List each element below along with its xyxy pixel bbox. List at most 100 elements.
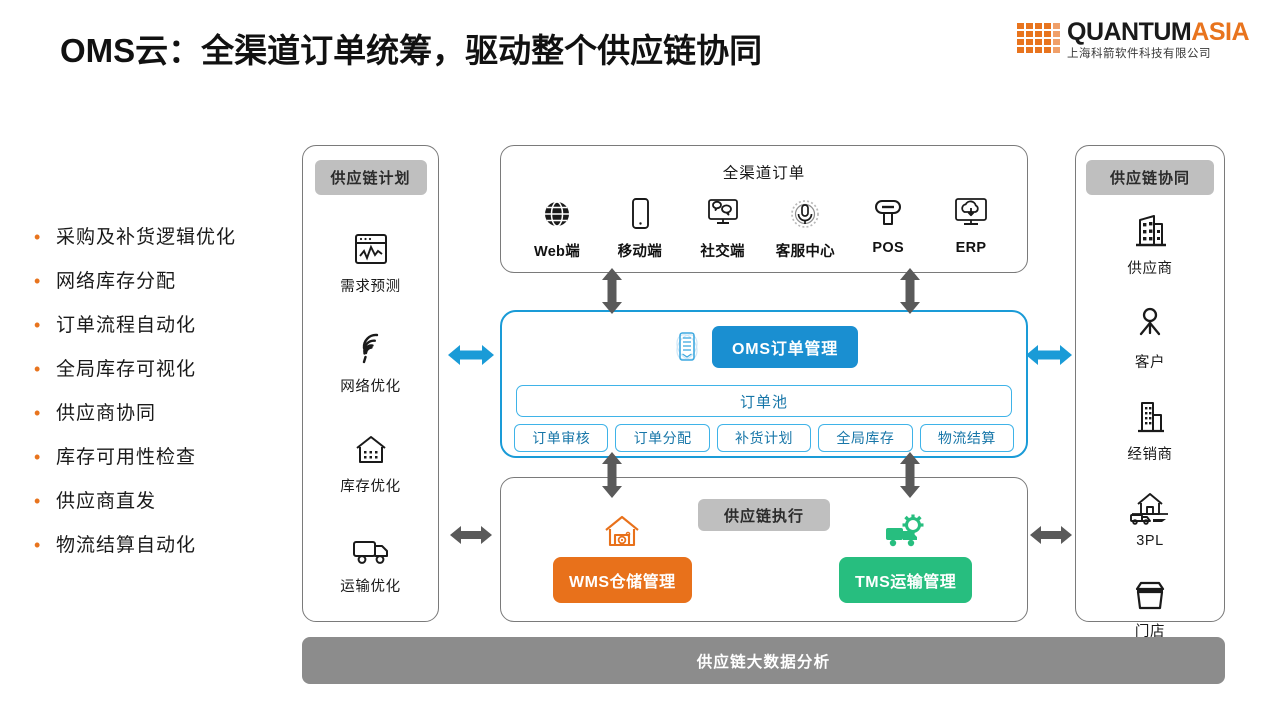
person-icon	[1133, 302, 1167, 344]
list-item: • 全局库存可视化	[34, 354, 299, 381]
oms-badge[interactable]: OMS订单管理	[711, 326, 859, 368]
logo-word-quantum: QUANTUM	[1067, 18, 1192, 46]
list-item: • 订单流程自动化	[34, 310, 299, 337]
channel-label: 社交端	[700, 244, 745, 260]
list-item: • 网络库存分配	[34, 266, 299, 293]
channel-social[interactable]: 社交端	[683, 194, 763, 261]
bullet-label: 采购及补货逻辑优化	[56, 227, 237, 248]
buildings-icon	[1131, 394, 1169, 436]
bullet-label: 全局库存可视化	[56, 359, 197, 380]
chat-bubbles-icon	[703, 194, 743, 234]
pos-terminal-icon	[870, 194, 906, 234]
supply-chain-planning-panel: 供应链计划 需求预测	[302, 145, 439, 622]
oms-sub-item-order-review[interactable]: 订单审核	[514, 424, 609, 452]
page-title: OMS云：全渠道订单统筹，驱动整个供应链协同	[60, 32, 763, 69]
collab-item-label: 门店	[1134, 624, 1166, 640]
arrow-channels-oms-left	[599, 268, 625, 314]
channel-erp[interactable]: ERP	[931, 194, 1011, 256]
document-orbit-icon	[670, 327, 704, 367]
bullet-label: 供应商协同	[56, 403, 157, 424]
channel-label: ERP	[955, 240, 987, 256]
order-pool-bar[interactable]: 订单池	[516, 385, 1012, 417]
arrow-oms-collaboration	[1026, 342, 1072, 368]
office-building-icon	[1130, 208, 1170, 250]
supply-chain-execution-panel: 供应链执行 WMS仓储管理	[500, 477, 1028, 622]
feature-bullet-list: • 采购及补货逻辑优化 • 网络库存分配 • 订单流程自动化 • 全局库存可视化…	[34, 222, 299, 574]
oms-sub-item-order-allocation[interactable]: 订单分配	[615, 424, 710, 452]
planning-item-transport-optimization[interactable]: 运输优化	[303, 526, 438, 596]
panel-header-chip: 供应链协同	[1086, 160, 1214, 195]
arrow-channels-oms-right	[897, 268, 923, 314]
bullet-dot-icon: •	[34, 403, 41, 423]
mobile-phone-icon	[623, 194, 657, 234]
planning-item-inventory-optimization[interactable]: 库存优化	[303, 426, 438, 496]
panel-header-chip: 供应链执行	[698, 499, 830, 531]
list-item: • 采购及补货逻辑优化	[34, 222, 299, 249]
channel-service-center[interactable]: 客服中心	[765, 194, 845, 261]
planning-item-label: 库存优化	[340, 479, 401, 495]
exec-module-tms[interactable]: TMS运输管理	[839, 512, 973, 603]
collab-item-label: 经销商	[1127, 447, 1173, 463]
logo-grid-icon	[1017, 23, 1060, 53]
company-logo: QUANTUMASIA 上海科箭软件科技有限公司	[1017, 20, 1249, 61]
exec-module-label: WMS仓储管理	[553, 557, 692, 603]
channel-web[interactable]: Web端	[517, 194, 597, 261]
channel-pos[interactable]: POS	[848, 194, 928, 256]
oms-header: OMS订单管理	[502, 326, 1026, 368]
collab-item-label: 客户	[1134, 355, 1166, 371]
bullet-label: 物流结算自动化	[56, 535, 197, 556]
channel-label: 客服中心	[775, 244, 835, 260]
collab-item-label: 3PL	[1136, 533, 1164, 549]
arrow-planning-oms	[448, 342, 494, 368]
collab-item-supplier[interactable]: 供应商	[1076, 208, 1224, 278]
panel-title: 全渠道订单	[722, 165, 806, 182]
oms-sub-item-replenishment-plan[interactable]: 补货计划	[716, 424, 812, 452]
channel-list: Web端 移动端	[517, 194, 1011, 261]
omnichannel-orders-panel: 全渠道订单 Web端	[500, 145, 1028, 273]
list-item: • 库存可用性检查	[34, 442, 299, 469]
bullet-label: 库存可用性检查	[56, 447, 197, 468]
warehouse-icon	[352, 426, 390, 468]
oms-sub-item-row: 订单审核 订单分配 补货计划 全局库存 物流结算	[514, 424, 1015, 452]
collab-item-label: 供应商	[1127, 261, 1173, 277]
oms-sub-item-global-inventory[interactable]: 全局库存	[818, 424, 913, 452]
bullet-dot-icon: •	[34, 491, 41, 511]
bullet-label: 供应商直发	[56, 491, 157, 512]
arrow-oms-exec-left	[599, 452, 625, 498]
arrow-exec-collaboration	[1030, 523, 1072, 547]
exec-module-label: TMS运输管理	[839, 557, 973, 603]
oms-sub-item-logistics-settlement[interactable]: 物流结算	[919, 424, 1015, 452]
collab-item-distributor[interactable]: 经销商	[1076, 394, 1224, 464]
planning-item-label: 网络优化	[340, 379, 401, 395]
store-box-icon	[1131, 571, 1169, 613]
truck-gear-icon	[882, 512, 930, 552]
planning-item-network-optimization[interactable]: 网络优化	[303, 326, 438, 396]
supply-chain-collaboration-panel: 供应链协同 供应商	[1075, 145, 1225, 640]
collab-item-customer[interactable]: 客户	[1076, 302, 1224, 372]
channel-label: 移动端	[617, 244, 662, 260]
channel-mobile[interactable]: 移动端	[600, 194, 680, 261]
channel-label: Web端	[533, 244, 581, 260]
signal-wifi-icon	[352, 326, 390, 368]
exec-module-wms[interactable]: WMS仓储管理	[553, 512, 692, 603]
bullet-label: 网络库存分配	[56, 271, 177, 292]
planning-item-demand-forecast[interactable]: 需求预测	[303, 226, 438, 296]
bullet-dot-icon: •	[34, 447, 41, 467]
arrow-planning-exec	[450, 523, 492, 547]
warehouse-gear-icon	[600, 512, 644, 552]
oms-core-panel: OMS订单管理 订单池 订单审核 订单分配 补货计划 全局库存 物流结算	[500, 310, 1028, 458]
list-item: • 物流结算自动化	[34, 530, 299, 557]
bullet-dot-icon: •	[34, 359, 41, 379]
logo-word-asia: ASIA	[1191, 18, 1249, 46]
channel-label: POS	[872, 240, 904, 256]
panel-header-chip: 供应链计划	[314, 160, 427, 195]
big-data-analytics-bar[interactable]: 供应链大数据分析	[302, 637, 1225, 684]
collab-item-3pl[interactable]: 3PL	[1076, 484, 1224, 549]
logo-subtitle: 上海科箭软件科技有限公司	[1067, 48, 1211, 60]
collab-item-store[interactable]: 门店	[1076, 571, 1224, 641]
list-item: • 供应商直发	[34, 486, 299, 513]
truck-icon	[350, 526, 392, 568]
planning-item-label: 运输优化	[340, 579, 401, 595]
monitor-cloud-icon	[952, 194, 990, 234]
